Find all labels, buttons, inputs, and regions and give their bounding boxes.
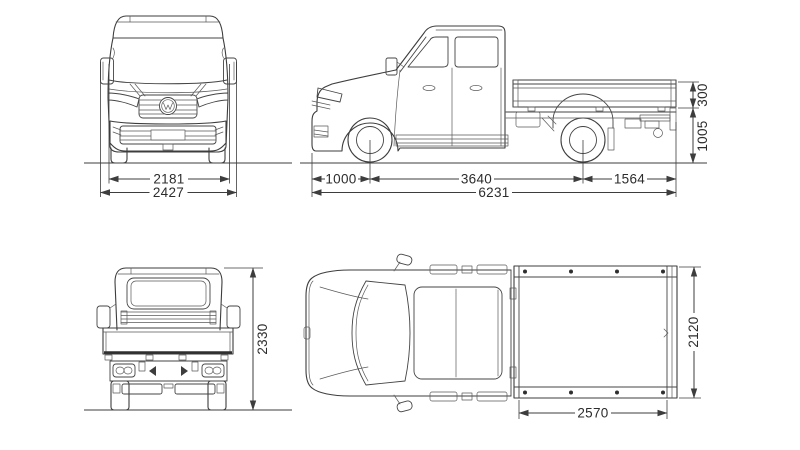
front-bumper	[109, 120, 227, 152]
chassis	[505, 107, 677, 138]
side-view-dimensions: 1000 3640 1564 6231 300 1005	[311, 81, 710, 200]
dim-label-load-floor-height: 1005	[695, 120, 710, 151]
headlight-right	[196, 92, 229, 108]
hood-line	[108, 88, 228, 94]
dim-label-overall-length: 6231	[478, 185, 509, 200]
dim-label-load-area-length: 2570	[577, 406, 608, 421]
mirror-top	[393, 253, 413, 272]
side-view: 1000 3640 1564 6231 300 1005	[300, 25, 710, 200]
rear-mudguard	[552, 93, 614, 129]
front-door-window	[407, 36, 449, 68]
hood-crease-top	[319, 286, 369, 300]
dim-label-rear-overhang: 1564	[614, 172, 645, 187]
rear-view-dimensions: 2330	[224, 267, 270, 411]
vw-logo-icon	[159, 97, 177, 115]
front-view: 2181 2427	[84, 15, 292, 200]
top-view-drawing	[303, 253, 678, 413]
fog-recess	[313, 125, 329, 138]
front-door-edge	[393, 69, 401, 147]
door-handle-front	[422, 85, 436, 91]
wiper-left	[129, 83, 146, 97]
mirror-side	[385, 57, 405, 76]
dim-label-width-body: 2181	[153, 172, 184, 187]
headlight-side	[316, 87, 343, 103]
dim-label-load-area-width: 2120	[686, 316, 701, 347]
windshield-bottom	[108, 79, 228, 85]
mirror-right	[220, 303, 241, 329]
mudflap	[607, 127, 615, 151]
rear-door-window	[454, 36, 499, 68]
cab-outline	[311, 25, 506, 152]
grille	[138, 94, 198, 119]
rear-bumper	[112, 383, 225, 395]
rocker-panel	[395, 134, 509, 147]
wheel-rear-bottom	[476, 391, 508, 402]
hood-crease-bottom	[319, 366, 369, 380]
door-handle-rear	[469, 85, 483, 91]
mirror-left	[100, 47, 115, 85]
mirror-left	[96, 303, 117, 329]
a-pillar	[399, 36, 427, 73]
rear-dropside-panel	[102, 327, 234, 361]
wheel-front-right	[208, 147, 226, 164]
front-view-drawing	[84, 15, 292, 164]
step-front-bottom	[429, 391, 458, 402]
rear-view: 2330	[84, 267, 292, 411]
rear-view-drawing	[84, 267, 292, 411]
taillight-left	[112, 363, 136, 378]
taillight-bar	[109, 360, 228, 382]
side-view-drawing	[300, 25, 707, 164]
front-emblem	[303, 326, 311, 340]
marker-arrow-left	[149, 366, 156, 376]
wiper-right	[190, 83, 207, 97]
taillight-right	[201, 363, 225, 378]
step-front-top	[429, 264, 458, 275]
top-view-dimensions: 2120 2570	[518, 266, 701, 421]
load-bed-plan	[509, 265, 678, 399]
bed-side	[512, 79, 677, 112]
tow-cover	[162, 143, 174, 151]
rear-window	[126, 277, 211, 310]
dim-label-width-incl-mirrors: 2427	[153, 185, 184, 200]
front-view-dimensions: 2181 2427	[100, 62, 237, 200]
windshield-plan	[351, 280, 411, 386]
mirror-bottom	[393, 394, 413, 413]
dim-label-overall-height: 2330	[255, 323, 270, 354]
dim-label-dropside-height: 300	[695, 83, 710, 106]
wheel-rear-top	[476, 264, 508, 275]
rear-cab-outline	[114, 267, 223, 331]
top-view: 2120 2570	[303, 253, 701, 421]
wheel-front-left	[110, 147, 128, 164]
headlight-left	[107, 92, 140, 108]
cab-ribs	[120, 311, 217, 323]
dim-label-wheelbase: 3640	[461, 172, 492, 187]
roof-panel	[413, 286, 503, 380]
marker-arrow-right	[181, 366, 188, 376]
cab-plan-outline	[305, 269, 512, 397]
dim-label-front-overhang: 1000	[325, 172, 356, 187]
